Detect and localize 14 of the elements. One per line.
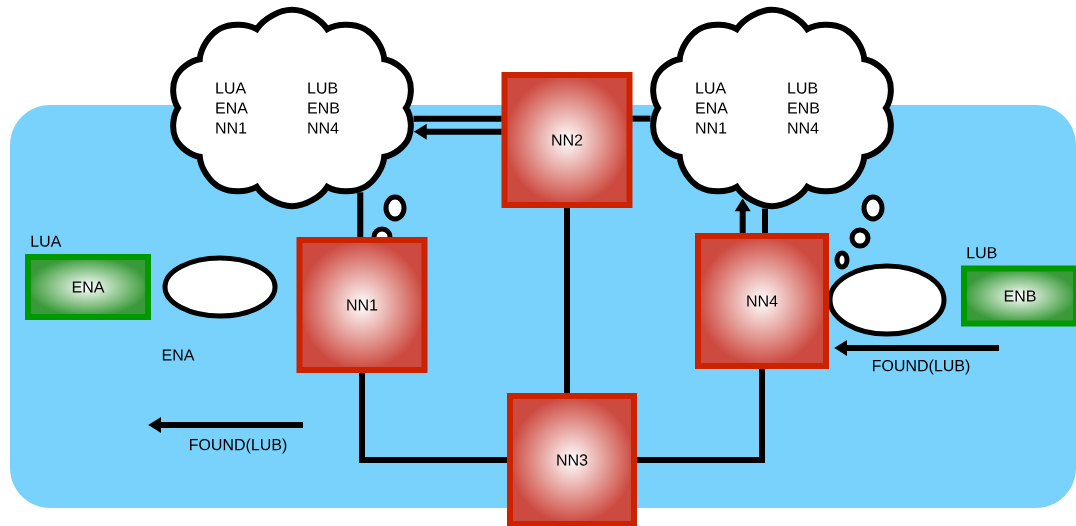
endpoint-box: ENA <box>25 254 151 320</box>
side-label: LUA <box>31 235 62 247</box>
node-box: NN4 <box>695 233 829 369</box>
connector <box>761 208 768 233</box>
connector <box>632 115 651 122</box>
side-label: LUB <box>967 247 997 259</box>
node-box: NN1 <box>296 237 428 373</box>
connector <box>357 192 364 237</box>
text-label: FOUND(LUB) <box>190 438 287 454</box>
endpoint-box: ENB <box>961 265 1076 327</box>
connector <box>413 115 502 122</box>
node-box: NN2 <box>501 72 633 208</box>
text-label: ENA <box>162 349 195 361</box>
node-box: NN3 <box>507 393 637 526</box>
